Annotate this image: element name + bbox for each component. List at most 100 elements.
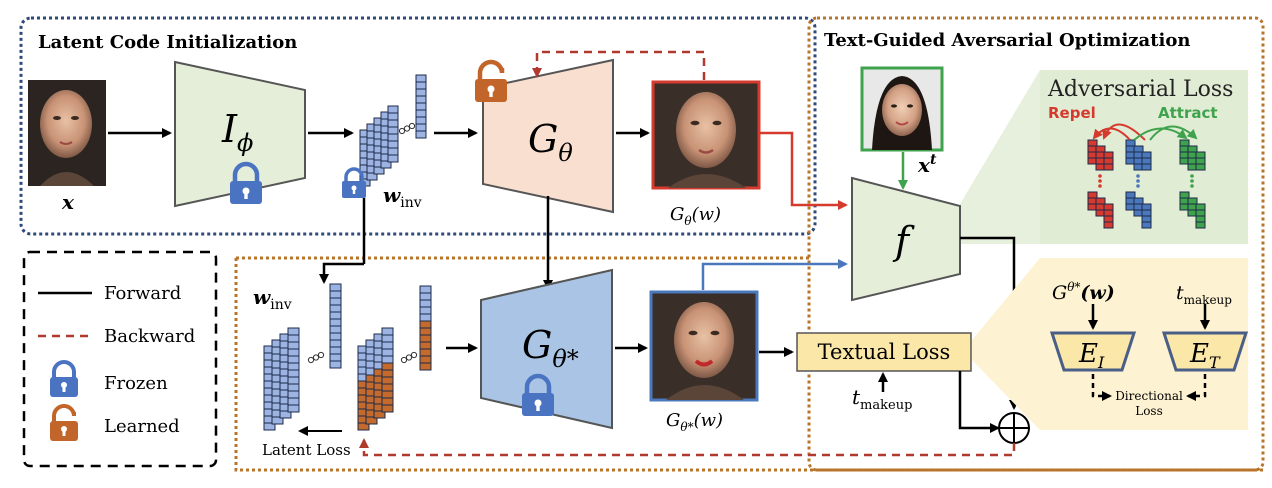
gen-top-output-label: G xyxy=(670,204,684,225)
latent-frozen-lock-icon xyxy=(342,167,366,198)
latent-cell xyxy=(381,376,394,385)
latent-cell xyxy=(287,383,300,392)
latent-cell xyxy=(381,397,394,406)
winv-bottom-label: w xyxy=(253,285,271,309)
attract-label: Attract xyxy=(1158,104,1218,122)
generator-top-subscript: θ xyxy=(558,139,573,167)
legend-backward-label: Backward xyxy=(104,326,195,347)
repel-label: Repel xyxy=(1048,104,1096,122)
inverter-encoder xyxy=(174,60,306,208)
latent-cell xyxy=(279,410,292,419)
latent-cell xyxy=(287,397,300,406)
latent-cell xyxy=(381,348,394,357)
ei-label: E xyxy=(1078,339,1098,369)
latent-cell xyxy=(287,404,300,413)
latent-cell xyxy=(387,154,399,163)
generated-face-bottom-image xyxy=(649,290,759,402)
gen-top-output-subscript: θ xyxy=(684,214,692,228)
svg-text:Gθ(w): Gθ(w) xyxy=(670,204,721,228)
latent-cell xyxy=(415,81,427,90)
latent-cell xyxy=(387,112,399,121)
latent-cell xyxy=(387,133,399,142)
latent-cell xyxy=(387,105,399,114)
latent-cell xyxy=(287,376,300,385)
latent-cell xyxy=(1187,145,1198,153)
latent-loss-label: Latent Loss xyxy=(262,441,351,459)
svg-text:winv: winv xyxy=(253,285,292,313)
latent-cell xyxy=(329,297,342,306)
legend-learned-lock-icon xyxy=(50,404,78,441)
latent-cell xyxy=(419,306,432,315)
latent-cell xyxy=(419,341,432,350)
latent-cell xyxy=(1103,209,1114,217)
latent-cell xyxy=(415,74,427,83)
latent-cell xyxy=(373,410,386,419)
latent-cell xyxy=(1141,151,1152,159)
latent-cell xyxy=(287,390,300,399)
svg-text:xt: xt xyxy=(917,152,937,177)
svg-text:Gθ: Gθ xyxy=(528,117,573,167)
latent-cell xyxy=(1195,209,1206,217)
latent-cell xyxy=(387,140,399,149)
adversarial-latent-stacks xyxy=(1087,139,1206,229)
latent-cell xyxy=(381,390,394,399)
inverter-frozen-lock-icon xyxy=(230,161,262,204)
face-recognition-model xyxy=(851,176,961,302)
latent-cell xyxy=(1133,197,1144,205)
generator-bottom-label: G xyxy=(522,323,552,367)
input-face-image xyxy=(28,80,106,186)
gen-bottom-output-subscript: θ* xyxy=(680,420,693,434)
latent-cell xyxy=(381,327,394,336)
latent-cell xyxy=(415,102,427,111)
latent-cell xyxy=(1103,151,1114,159)
latent-cell xyxy=(1141,203,1152,211)
t-makeup-label: t xyxy=(852,385,861,409)
init-region xyxy=(19,16,817,236)
latent-cell xyxy=(287,348,300,357)
init-region-title: Latent Code Initialization xyxy=(38,32,297,53)
latent-cell xyxy=(419,313,432,322)
generator-bottom-subscript: θ* xyxy=(552,345,578,373)
input-x-label: x xyxy=(61,190,75,214)
latent-cell xyxy=(419,355,432,364)
latent-cell xyxy=(1195,215,1206,223)
latent-cell xyxy=(287,355,300,364)
latent-cell xyxy=(1195,163,1206,171)
winv-top-label: w xyxy=(383,183,401,207)
latent-cell xyxy=(1087,191,1098,199)
latent-cell xyxy=(329,332,342,341)
latent-cell xyxy=(329,339,342,348)
svg-text:Iϕ: Iϕ xyxy=(221,107,253,157)
latent-cell xyxy=(329,353,342,362)
textual-loss-box xyxy=(796,332,972,372)
et-subscript: T xyxy=(1209,353,1221,372)
latent-cell xyxy=(1095,145,1106,153)
latent-cell xyxy=(1125,191,1136,199)
svg-text:Gθ*(w): Gθ*(w) xyxy=(666,410,723,434)
latent-cell xyxy=(387,126,399,135)
latent-cell xyxy=(387,119,399,128)
svg-text:Gθ*: Gθ* xyxy=(522,323,579,373)
generator-top-label: G xyxy=(528,117,558,161)
latent-cell xyxy=(1141,221,1152,229)
latent-cell xyxy=(271,416,284,425)
latent-cell xyxy=(381,383,394,392)
image-encoder xyxy=(1049,331,1137,372)
latent-cell xyxy=(381,404,394,413)
text-encoder xyxy=(1161,331,1249,372)
gen-bottom-output-arg: (w) xyxy=(694,410,723,431)
latent-cell xyxy=(1103,215,1114,223)
generator-bottom xyxy=(480,268,613,430)
latent-cell xyxy=(1087,139,1098,147)
legend-forward-label: Forward xyxy=(104,283,181,304)
legend-frozen-lock-icon xyxy=(50,360,78,397)
latent-cell xyxy=(415,123,427,132)
svg-text:Gθ*(w): Gθ*(w) xyxy=(1052,280,1115,304)
winv-top-subscript: inv xyxy=(400,195,421,211)
latent-cell xyxy=(419,285,432,294)
generator-frozen-lock-icon xyxy=(522,373,554,416)
latent-cell xyxy=(329,346,342,355)
latent-cell xyxy=(287,362,300,371)
latent-cell xyxy=(329,283,342,292)
latent-cell xyxy=(1195,151,1206,159)
